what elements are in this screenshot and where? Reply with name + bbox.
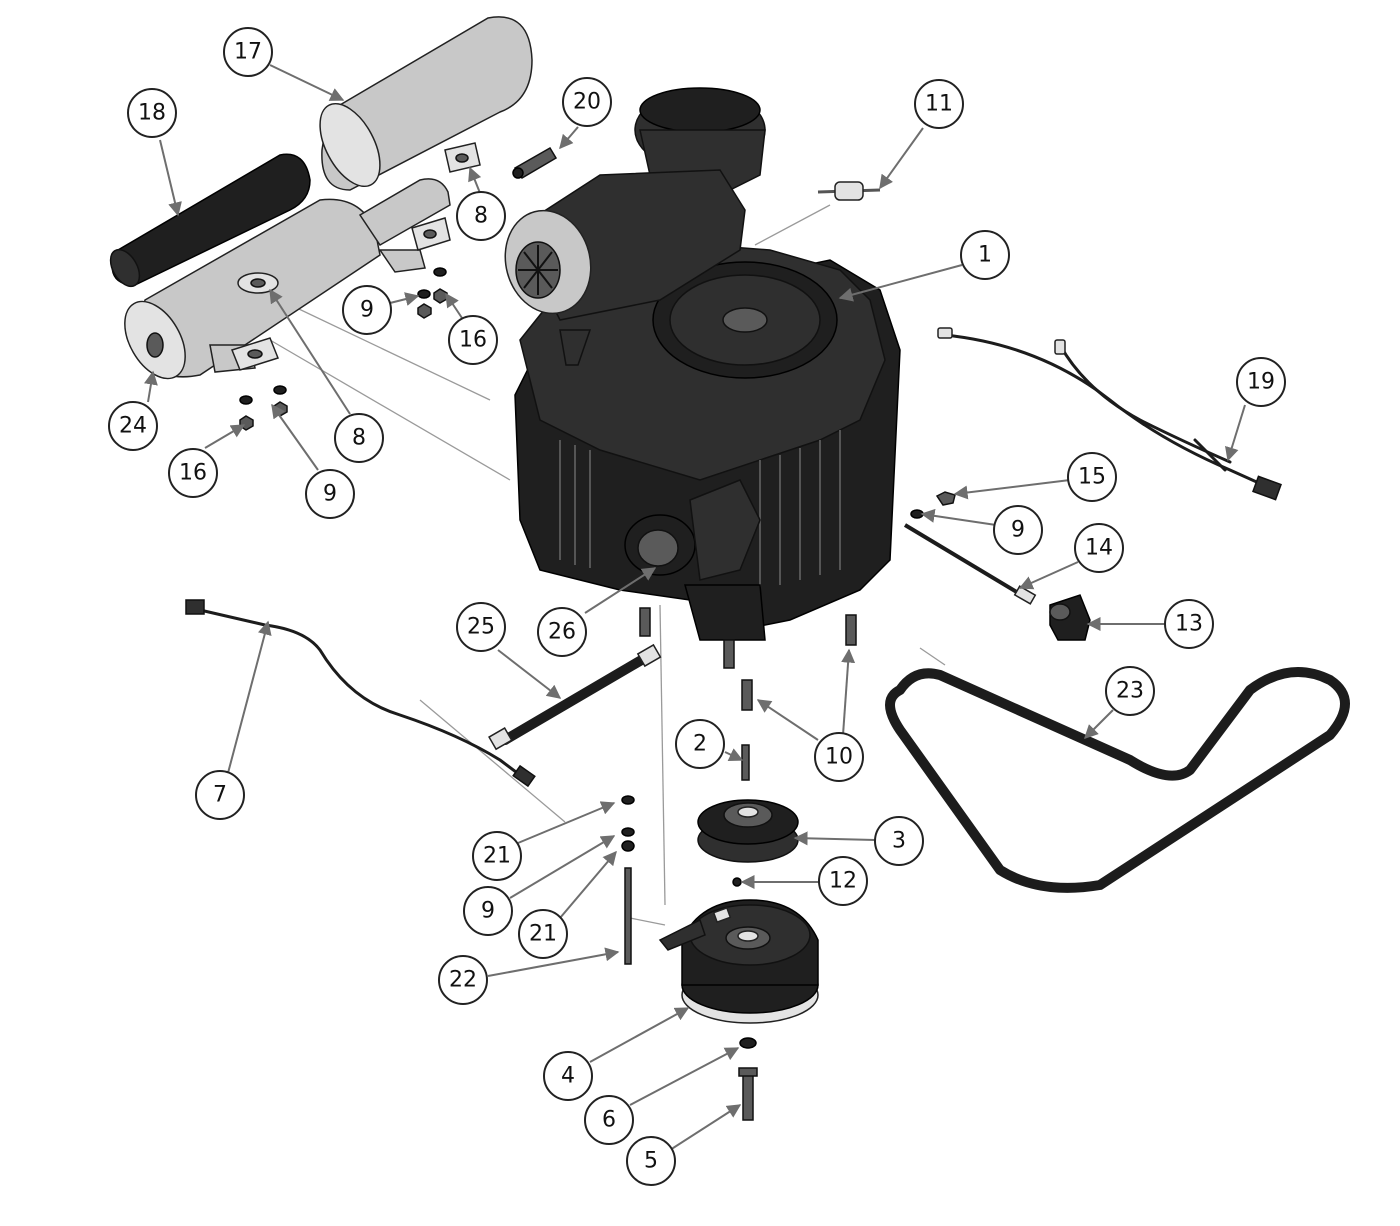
- callout-label: 9: [360, 298, 374, 323]
- key-part-2: [741, 744, 750, 781]
- callout-label: 25: [467, 615, 495, 640]
- callout-label: 10: [825, 745, 853, 770]
- callout-11: 11: [914, 79, 964, 129]
- callout-5: 5: [626, 1136, 676, 1186]
- reference-lines: [269, 204, 946, 926]
- callout-7: 7: [195, 770, 245, 820]
- callout-13: 13: [1164, 599, 1214, 649]
- callout-10: 10: [814, 732, 864, 782]
- callout-8-lower: 8: [334, 413, 384, 463]
- callout-9-upper: 9: [342, 285, 392, 335]
- callout-label: 26: [548, 620, 576, 645]
- callout-label: 8: [352, 426, 366, 451]
- wiring-harness-part-19: [937, 327, 1282, 501]
- callout-2: 2: [675, 719, 725, 769]
- callout-label: 21: [483, 844, 511, 869]
- callout-19: 19: [1236, 357, 1286, 407]
- muffler-part-24: [124, 178, 451, 380]
- leader-lines: [144, 64, 1246, 1151]
- callout-label: 12: [829, 869, 857, 894]
- pto-clutch-part-4: [658, 899, 819, 1024]
- callout-label: 21: [529, 922, 557, 947]
- callout-18: 18: [127, 88, 177, 138]
- callout-label: 18: [138, 101, 166, 126]
- fuel-filter-part-11: [817, 181, 881, 201]
- callout-label: 3: [892, 829, 906, 854]
- callout-15: 15: [1067, 452, 1117, 502]
- callout-16-lower: 16: [168, 448, 218, 498]
- callout-label: 20: [573, 90, 601, 115]
- drive-belt-part-23: [885, 667, 1350, 893]
- callout-9-left: 9: [305, 469, 355, 519]
- callout-label: 19: [1247, 370, 1275, 395]
- callout-8-upper: 8: [456, 191, 506, 241]
- callout-22: 22: [438, 955, 488, 1005]
- heat-shield-part-17: [319, 16, 533, 191]
- callout-21-upper: 21: [472, 831, 522, 881]
- callout-label: 9: [1011, 518, 1025, 543]
- engine-bolts-part-10: [639, 607, 857, 711]
- callout-label: 22: [449, 968, 477, 993]
- callout-12: 12: [818, 856, 868, 906]
- callout-label: 11: [925, 92, 953, 117]
- callout-1: 1: [960, 230, 1010, 280]
- callout-20: 20: [562, 77, 612, 127]
- callout-label: 5: [644, 1149, 658, 1174]
- callout-9-bottom: 9: [463, 886, 513, 936]
- fuel-hose-part-25: [488, 643, 662, 751]
- callout-label: 9: [481, 899, 495, 924]
- callout-label: 24: [119, 414, 147, 439]
- callout-label: 8: [474, 204, 488, 229]
- callout-21-lower: 21: [518, 909, 568, 959]
- callout-label: 4: [561, 1064, 575, 1089]
- throttle-cable-parts: [903, 491, 1091, 641]
- callout-label: 17: [234, 40, 262, 65]
- callout-label: 7: [213, 783, 227, 808]
- callout-label: 15: [1078, 465, 1106, 490]
- callout-label: 9: [323, 482, 337, 507]
- callout-label: 6: [602, 1108, 616, 1133]
- callout-label: 13: [1175, 612, 1203, 637]
- callout-label: 16: [459, 328, 487, 353]
- callout-24: 24: [108, 401, 158, 451]
- callout-label: 16: [179, 461, 207, 486]
- spacer-part-12: [732, 877, 742, 887]
- spark-plug-part-20: [512, 146, 558, 179]
- callout-label: 23: [1116, 679, 1144, 704]
- callout-14: 14: [1074, 523, 1124, 573]
- harness-part-7: [185, 599, 536, 788]
- callout-4: 4: [543, 1051, 593, 1101]
- callout-23: 23: [1105, 666, 1155, 716]
- callout-label: 1: [978, 243, 992, 268]
- callout-9-right: 9: [993, 505, 1043, 555]
- clutch-washer-bolt: [738, 1037, 758, 1121]
- callout-16-upper: 16: [448, 315, 498, 365]
- clutch-stud-hardware: [621, 795, 635, 965]
- callout-3: 3: [874, 816, 924, 866]
- exhaust-gaskets-part-8: [231, 142, 481, 371]
- callout-6: 6: [584, 1095, 634, 1145]
- callout-25: 25: [456, 602, 506, 652]
- callouts: 1 2 3 4 5 6 7 8 8 9 9 9 9 10 11 12 13 14…: [108, 27, 1286, 1186]
- callout-label: 14: [1085, 536, 1113, 561]
- callout-label: 2: [693, 732, 707, 757]
- pulley-part-3: [697, 799, 799, 863]
- air-cleaner-assembly: [504, 87, 766, 366]
- callout-17: 17: [223, 27, 273, 77]
- callout-26: 26: [537, 607, 587, 657]
- tailpipe-guard-part-18: [109, 153, 311, 288]
